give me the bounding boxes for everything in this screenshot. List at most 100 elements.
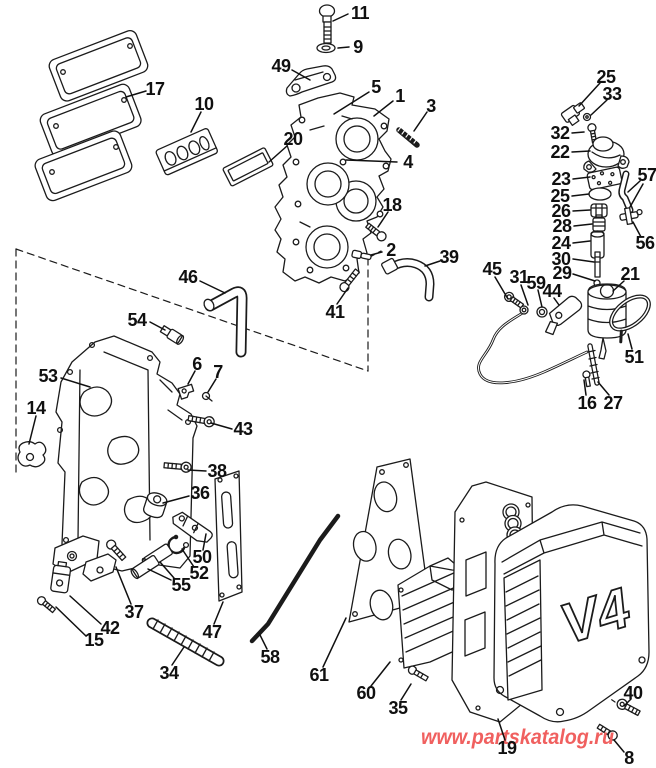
callout-leader-32	[571, 131, 585, 134]
callout-label-36: 36	[190, 483, 210, 503]
part-46-hose	[203, 286, 248, 358]
callout-label-20: 20	[283, 129, 303, 149]
callout-leader-53	[60, 377, 91, 388]
part-10-reed-plate	[155, 128, 218, 176]
callout-label-58: 58	[260, 647, 280, 667]
callout-leader-31	[520, 284, 529, 306]
callout-leader-30	[572, 258, 595, 263]
callout-leader-18	[377, 211, 389, 228]
callout-label-43: 43	[233, 419, 253, 439]
part-23-plate	[586, 166, 623, 191]
callout-leader-26	[572, 209, 591, 212]
callout-label-16: 16	[577, 393, 597, 413]
callout-leader-56	[632, 221, 642, 238]
part-37-screw	[106, 539, 127, 562]
callout-leader-50	[202, 533, 207, 551]
callout-label-61: 61	[309, 665, 329, 685]
callout-leader-61	[322, 617, 347, 668]
part-25-gasket	[588, 187, 612, 201]
callout-leader-24	[572, 240, 591, 244]
callout-leader-46	[199, 280, 226, 294]
callout-leader-57	[629, 183, 644, 208]
callout-leader-39	[424, 260, 441, 267]
callout-label-23: 23	[551, 169, 571, 189]
callout-label-1: 1	[395, 86, 405, 106]
part-14-grommet	[17, 441, 47, 468]
callout-label-27: 27	[603, 393, 623, 413]
part-50-fitting	[172, 511, 213, 543]
callout-label-14: 14	[26, 398, 46, 418]
callout-leader-28	[573, 223, 593, 227]
callout-label-32: 32	[550, 123, 570, 143]
callout-label-17: 17	[145, 79, 165, 99]
callout-label-19: 19	[497, 738, 517, 758]
part-30-rod	[594, 251, 601, 278]
part-56-fitting	[619, 207, 643, 226]
callout-label-11: 11	[351, 3, 370, 23]
part-41-screw	[339, 268, 361, 293]
callout-label-25: 25	[550, 186, 570, 206]
callout-leader-17	[125, 90, 147, 98]
part-43-screw	[187, 414, 215, 428]
callout-leader-41	[336, 287, 349, 305]
part-44-bracket	[544, 295, 583, 336]
part-58-seal	[249, 513, 341, 644]
callout-leader-25	[571, 193, 590, 197]
part-2-nipple	[351, 249, 372, 261]
part-v4-cover: V4	[493, 504, 650, 723]
part-40-screw	[616, 698, 641, 717]
callout-label-55: 55	[171, 575, 191, 595]
callout-leader-45	[494, 276, 509, 300]
callout-leader-7	[207, 378, 217, 393]
callout-label-40: 40	[623, 683, 643, 703]
callout-leader-8	[613, 739, 625, 753]
callout-label-34: 34	[159, 663, 179, 683]
callout-label-18: 18	[382, 195, 402, 215]
part-59-nut	[536, 306, 548, 318]
part-49-bracket	[285, 65, 337, 97]
callout-label-46: 46	[178, 267, 198, 287]
callout-label-35: 35	[388, 698, 408, 718]
callout-leader-52	[181, 548, 195, 568]
callout-leader-51	[627, 333, 633, 350]
part-47-gasket	[214, 470, 243, 602]
callout-label-49: 49	[271, 56, 291, 76]
part-57-tube	[618, 170, 634, 214]
part-51-clamp	[609, 294, 651, 344]
callout-leader-33	[590, 99, 608, 116]
callout-leader-35	[400, 683, 412, 701]
part-21-filter	[587, 283, 627, 360]
callout-label-39: 39	[439, 247, 459, 267]
callout-label-30: 30	[551, 249, 571, 269]
callout-label-21: 21	[620, 264, 640, 284]
part-31-cable	[477, 305, 589, 385]
callout-leader-44	[553, 297, 560, 306]
callout-label-2: 2	[386, 240, 396, 260]
callout-label-38: 38	[207, 461, 227, 481]
callout-leader-55	[159, 561, 175, 579]
callout-leader-23	[572, 176, 591, 180]
callout-leader-14	[28, 415, 37, 445]
part-1-manifold	[274, 92, 392, 284]
callout-label-28: 28	[552, 216, 572, 236]
callout-leader-57	[627, 180, 641, 193]
part-55-tubes	[130, 543, 173, 580]
callout-label-57: 57	[637, 165, 656, 185]
callout-label-15: 15	[84, 630, 104, 650]
callout-leader-60	[370, 661, 391, 687]
callout-label-5: 5	[371, 77, 381, 97]
callout-leader-59	[537, 289, 543, 308]
callout-label-52: 52	[189, 563, 209, 583]
callout-leader-37	[115, 566, 132, 605]
callout-label-47: 47	[202, 622, 222, 642]
callout-leader-4	[345, 159, 398, 163]
callout-leader-43	[210, 422, 233, 430]
part-6-clip	[177, 383, 195, 400]
callout-label-9: 9	[353, 37, 363, 57]
part-3-stud	[396, 126, 420, 148]
callout-label-51: 51	[624, 347, 644, 367]
part-17-gasket-set	[34, 30, 149, 202]
part-35-screw	[407, 665, 429, 682]
callout-leader-15	[55, 606, 87, 637]
callout-leader-22	[571, 150, 591, 153]
